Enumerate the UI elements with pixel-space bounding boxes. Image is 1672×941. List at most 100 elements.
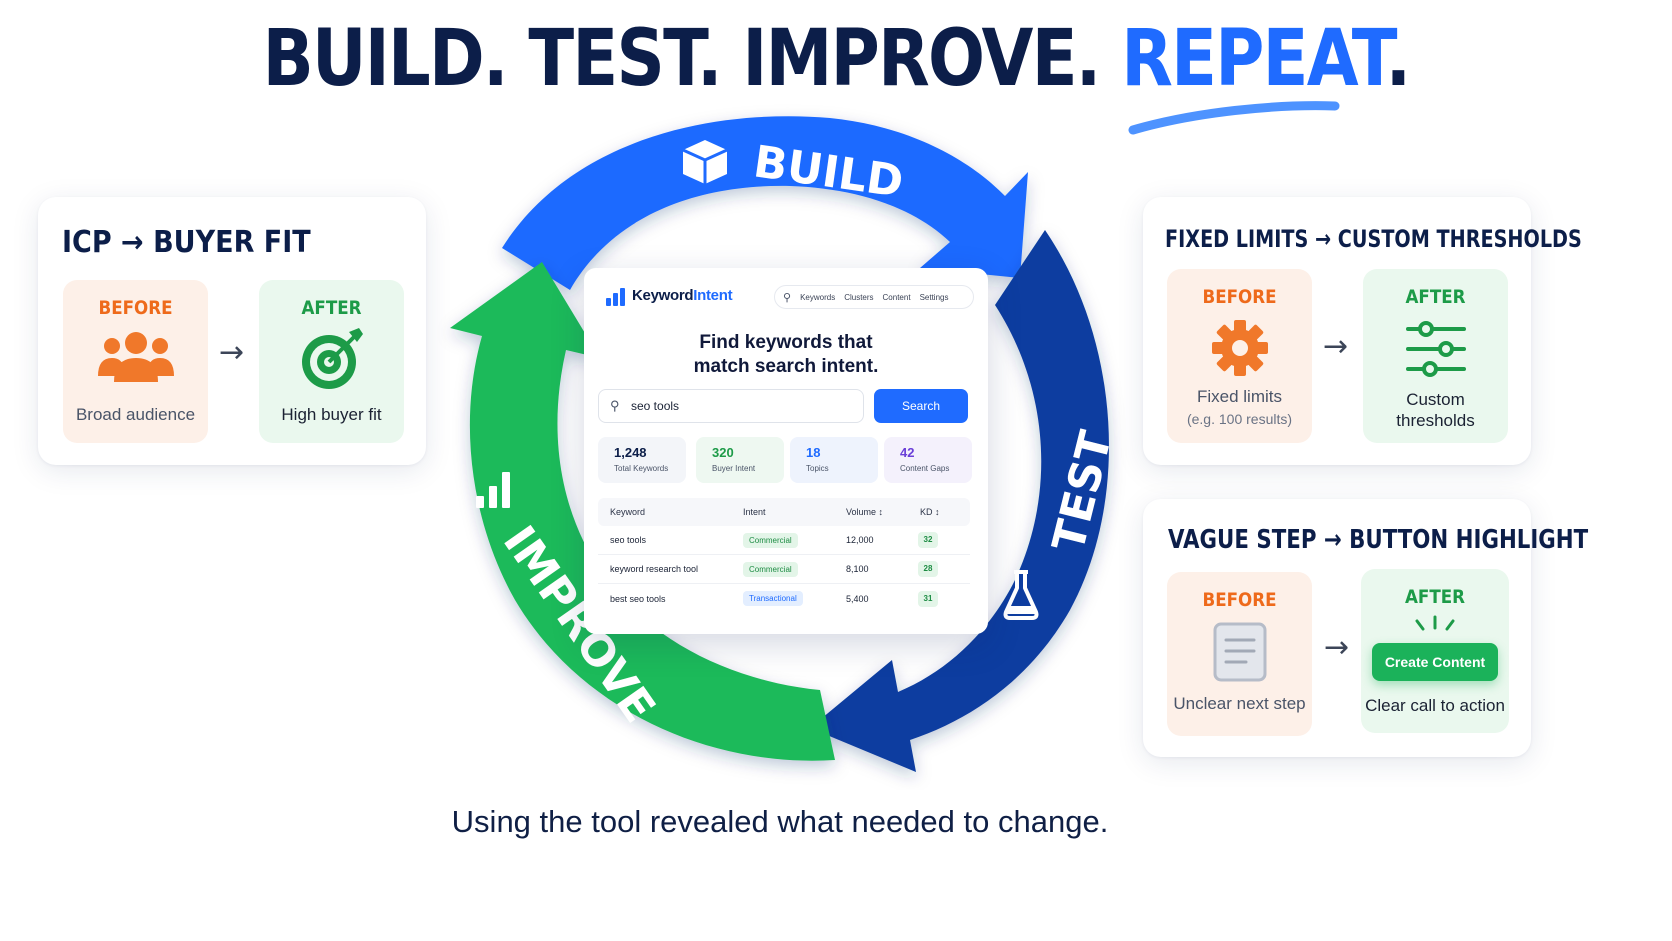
people-group-icon <box>97 332 174 382</box>
nav-content[interactable]: Content <box>882 292 911 302</box>
search-icon[interactable]: ⚲ <box>783 291 792 304</box>
cell-intent: Commercial <box>743 526 798 554</box>
kd-badge: 31 <box>918 590 938 607</box>
headline: BUILD. TEST. IMPROVE. REPEAT. <box>117 14 1555 104</box>
stat-label: Topics <box>806 464 829 473</box>
keyword-table: Keyword Intent Volume ↕ KD ↕ seo tools C… <box>598 498 970 613</box>
nav-keywords[interactable]: Keywords <box>800 292 836 302</box>
after-caption-line-2: thresholds <box>1396 411 1475 430</box>
col-intent[interactable]: Intent <box>743 507 766 517</box>
card-vague-step: VAGUE STEP → BUTTON HIGHLIGHT BEFORE Unc… <box>1143 499 1588 757</box>
intent-badge: Commercial <box>743 532 798 548</box>
before-tag: BEFORE <box>1202 589 1277 611</box>
before-caption: Broad audience <box>75 405 196 424</box>
stat-topics: 18 Topics <box>790 437 878 483</box>
headline-main: BUILD. TEST. IMPROVE. <box>262 14 1122 104</box>
table-row[interactable]: seo tools Commercial 12,000 32 <box>598 526 970 555</box>
arrow-right-icon: → <box>1324 630 1350 665</box>
table-row[interactable]: best seo tools Transactional 5,400 31 <box>598 584 970 613</box>
before-tile: BEFORE Broad audience <box>63 280 208 443</box>
before-tile: BEFORE Unclear next step <box>1167 572 1312 736</box>
search-icon: ⚲ <box>610 398 620 413</box>
kd-badge: 28 <box>918 561 938 577</box>
cube-icon <box>682 140 728 184</box>
stat-value: 42 <box>900 445 915 460</box>
stat-value: 18 <box>806 445 821 460</box>
gear-icon <box>1211 320 1268 376</box>
card-fixed-limits: FIXED LIMITS → CUSTOM THRESHOLDS BEFORE … <box>1143 197 1582 465</box>
nav-settings[interactable]: Settings <box>919 292 949 302</box>
intent-badge: Commercial <box>743 561 798 577</box>
after-tag: AFTER <box>1405 286 1466 308</box>
table-row[interactable]: keyword research tool Commercial 8,100 2… <box>598 555 970 584</box>
arrow-right-icon: → <box>219 335 245 370</box>
cell-kd: 31 <box>918 584 938 613</box>
cell-kd: 28 <box>918 555 938 583</box>
card-icp-buyer-fit: ICP → BUYER FIT BEFORE Broad audience → … <box>38 197 426 465</box>
search-button[interactable]: Search <box>874 389 968 423</box>
col-keyword[interactable]: Keyword <box>610 507 646 517</box>
before-caption: Fixed limits <box>1196 387 1282 406</box>
after-caption: Clear call to action <box>1365 696 1505 715</box>
test-arrow <box>810 230 1109 772</box>
cell-intent: Transactional <box>743 584 803 613</box>
stat-value: 320 <box>712 445 734 460</box>
cell-keyword: keyword research tool <box>610 564 699 574</box>
hero-line-1: Find keywords that <box>699 332 873 353</box>
col-kd[interactable]: KD ↕ <box>920 507 940 517</box>
app-nav: ⚲ Keywords Clusters Content Settings <box>774 285 974 309</box>
after-tile: AFTER Create Content Clear call to actio… <box>1361 569 1509 733</box>
improve-arrow <box>450 262 835 761</box>
after-tile: AFTER High buyer fit <box>259 280 404 443</box>
highlight-rays-icon <box>1415 615 1455 631</box>
brand-part-2: Intent <box>693 287 733 304</box>
after-tag: AFTER <box>1404 586 1466 608</box>
card-title: FIXED LIMITS → CUSTOM THRESHOLDS <box>1165 225 1582 253</box>
build-arrow <box>502 116 1028 290</box>
document-icon <box>1213 622 1266 682</box>
create-content-button[interactable]: Create Content <box>1372 643 1498 681</box>
target-icon <box>301 328 363 389</box>
card-title: ICP → BUYER FIT <box>62 225 311 260</box>
cell-keyword: seo tools <box>610 535 647 545</box>
stat-label: Buyer Intent <box>712 464 756 473</box>
stat-content-gaps: 42 Content Gaps <box>884 437 972 483</box>
cell-kd: 32 <box>918 526 938 554</box>
headline-period: . <box>1385 14 1411 104</box>
hero-line-2: match search intent. <box>693 356 879 377</box>
nav-clusters[interactable]: Clusters <box>844 292 874 302</box>
stat-total-keywords: 1,248 Total Keywords <box>598 437 686 483</box>
search-input[interactable]: ⚲ seo tools <box>598 389 864 423</box>
card-title: VAGUE STEP → BUTTON HIGHLIGHT <box>1168 525 1589 555</box>
brand-part-1: Keyword <box>632 287 694 304</box>
before-sub-caption: (e.g. 100 results) <box>1186 411 1293 427</box>
bar-chart-icon <box>476 472 510 508</box>
sliders-icon <box>1405 321 1466 377</box>
stat-buyer-intent: 320 Buyer Intent <box>696 437 784 483</box>
arrow-right-icon: → <box>1323 329 1349 364</box>
underline-swoosh <box>1128 101 1340 135</box>
before-caption: Unclear next step <box>1173 694 1306 713</box>
flask-icon <box>1003 570 1039 620</box>
stat-label: Content Gaps <box>900 464 950 473</box>
after-tag: AFTER <box>301 297 362 319</box>
cell-volume: 8,100 <box>846 564 869 574</box>
stat-value: 1,248 <box>614 445 647 460</box>
cell-volume: 5,400 <box>846 593 869 604</box>
intent-badge: Transactional <box>743 591 803 606</box>
hero-heading: Find keywords that match search intent. <box>584 331 988 379</box>
keywordintent-app-mockup: KeywordIntent ⚲ Keywords Clusters Conten… <box>584 268 988 634</box>
after-caption-line-1: Custom <box>1406 390 1465 409</box>
search-value: seo tools <box>631 399 680 413</box>
bottom-caption: Using the tool revealed what needed to c… <box>451 804 1109 839</box>
kd-badge: 32 <box>918 532 938 548</box>
cell-keyword: best seo tools <box>610 593 666 604</box>
brand-name: KeywordIntent <box>632 287 733 304</box>
after-caption: High buyer fit <box>281 405 382 424</box>
before-tag: BEFORE <box>98 297 173 319</box>
cell-intent: Commercial <box>743 555 798 583</box>
headline-accent: REPEAT <box>1121 14 1387 104</box>
col-volume[interactable]: Volume ↕ <box>846 507 884 517</box>
before-tag: BEFORE <box>1202 286 1277 308</box>
